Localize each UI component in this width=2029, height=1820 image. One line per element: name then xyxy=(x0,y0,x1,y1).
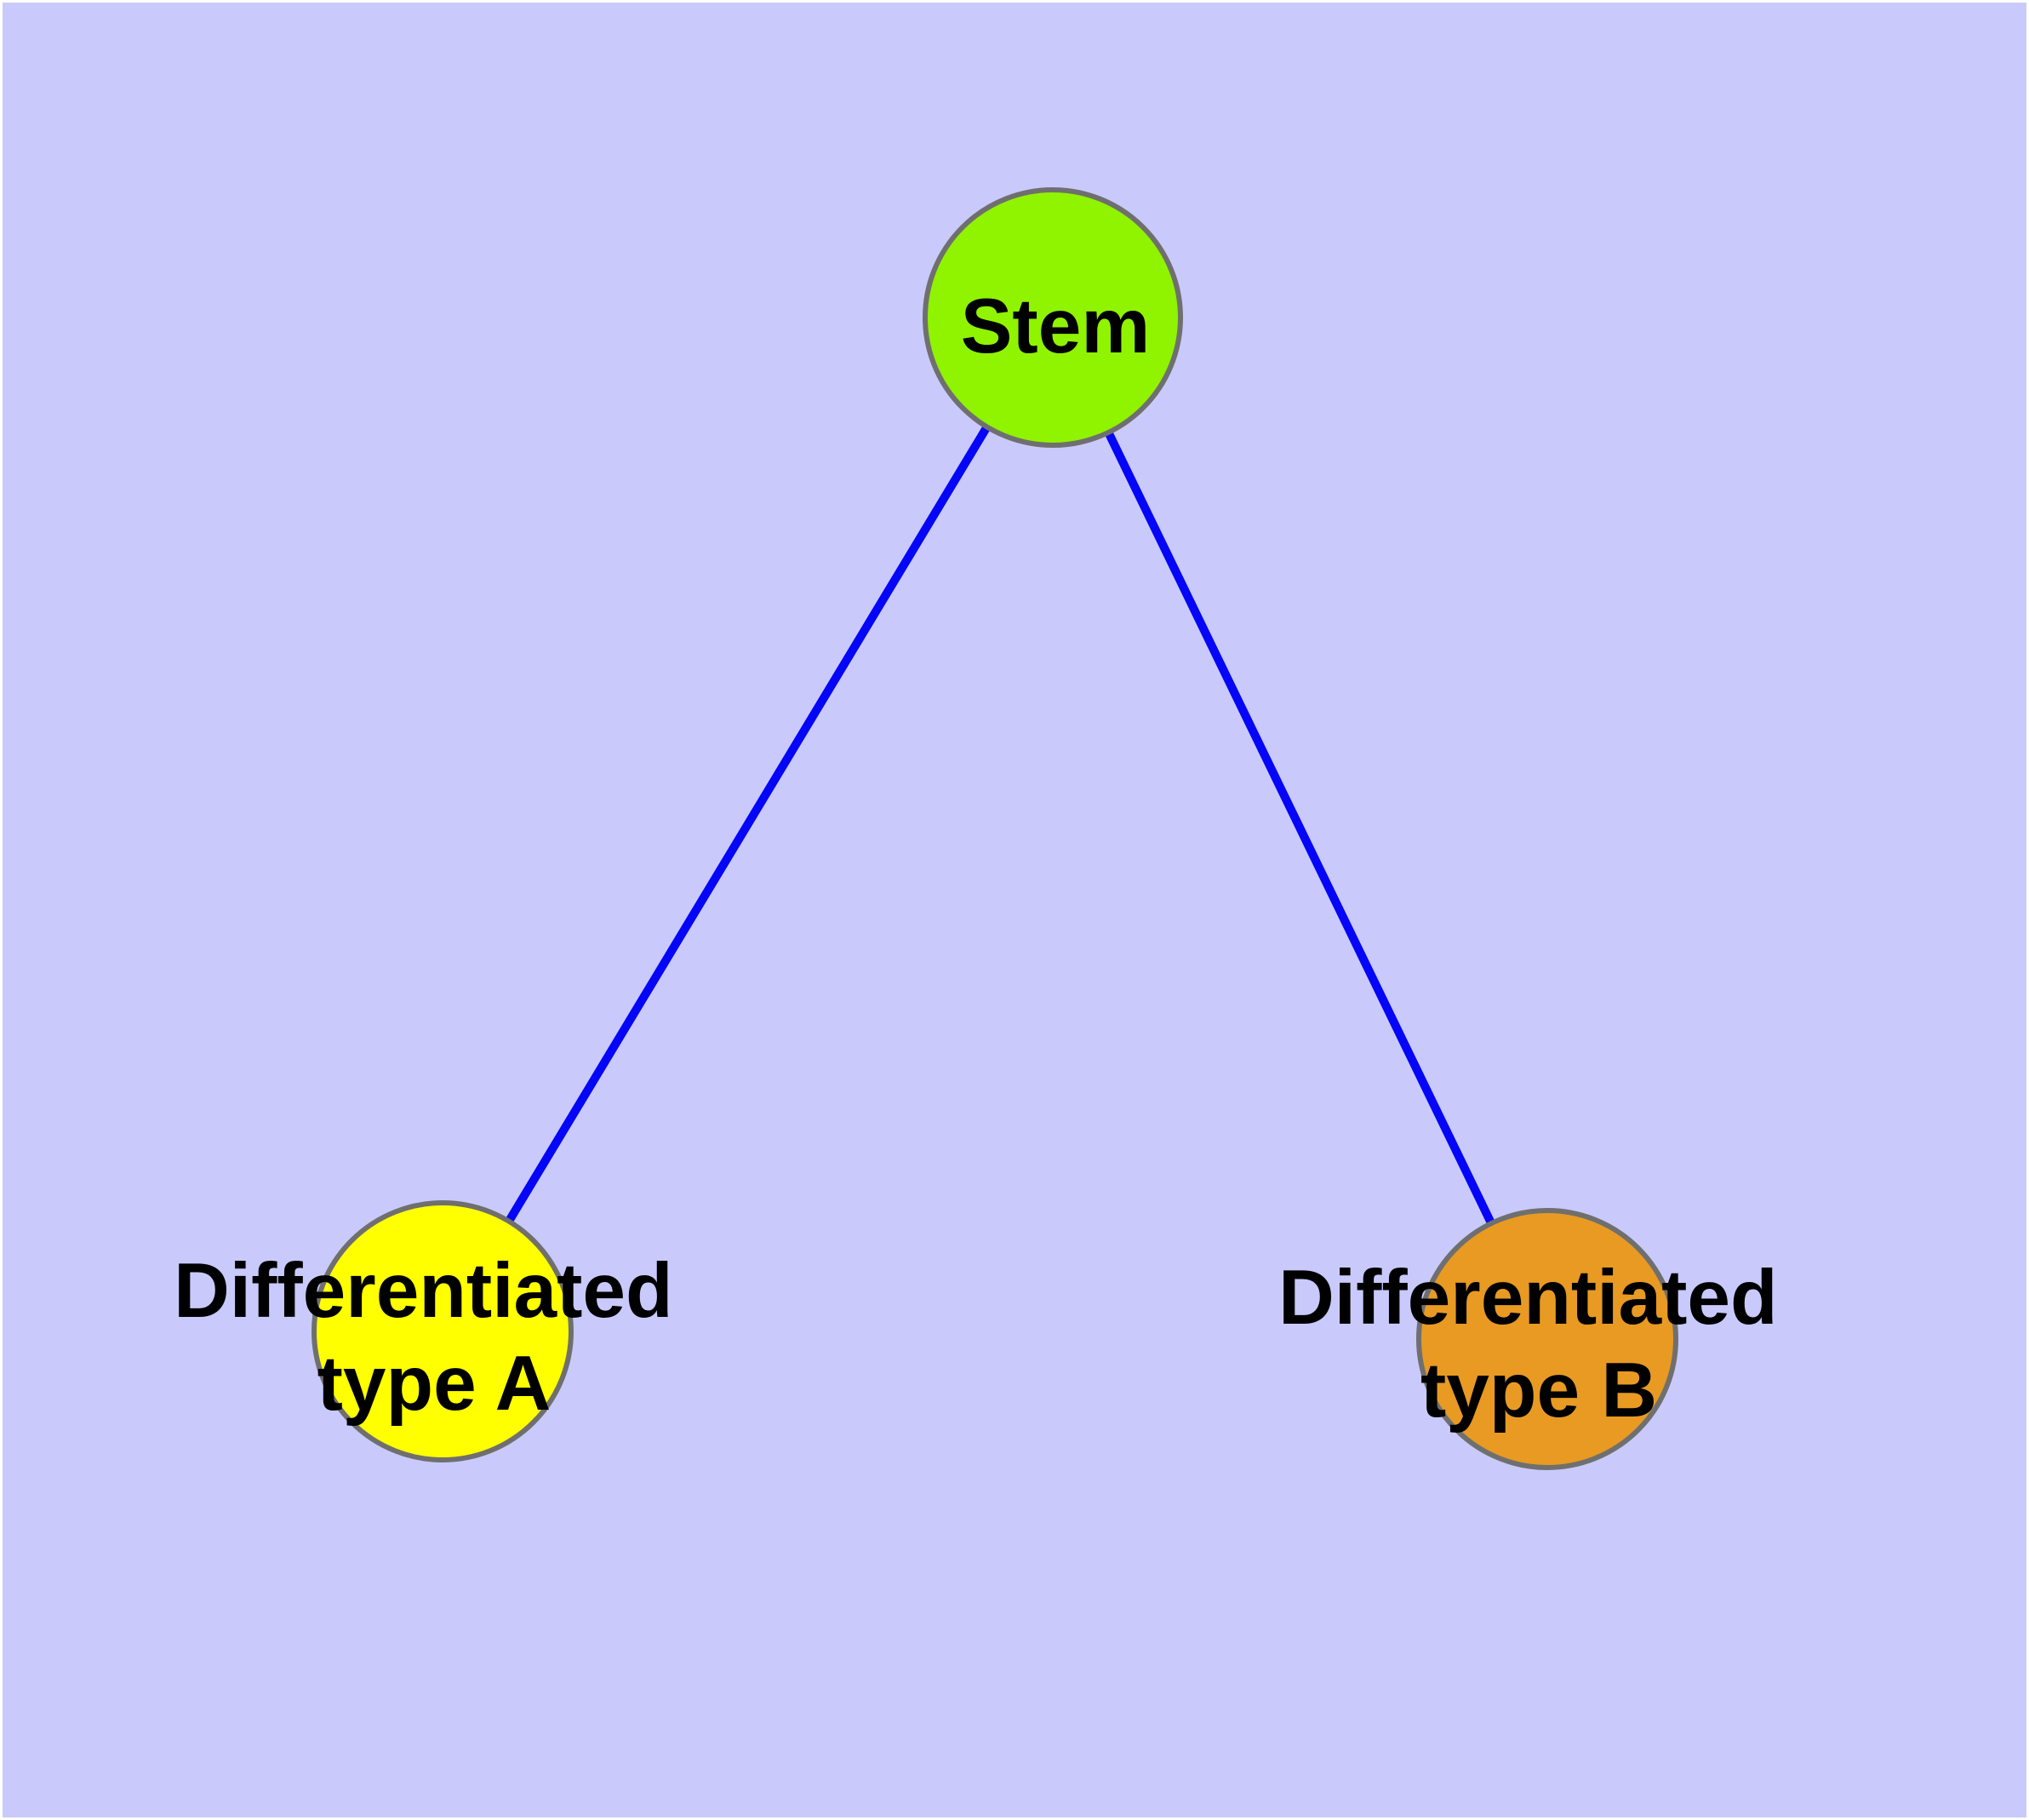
node-type-a-label: Differentiated type A xyxy=(174,1248,694,1427)
node-stem-label: Stem xyxy=(961,283,1151,369)
edge-stem-to-type-b xyxy=(1049,315,1552,1342)
edge-stem-to-type-a xyxy=(438,315,1057,1334)
node-type-b-label-line2: type B xyxy=(1420,1348,1657,1434)
node-type-b[interactable] xyxy=(1416,1208,1678,1470)
node-type-a-label-line1: Differentiated xyxy=(174,1248,673,1334)
node-stem[interactable] xyxy=(923,187,1183,448)
node-type-b-label: Differentiated type B xyxy=(1278,1255,1799,1434)
node-type-a-label-line2: type A xyxy=(317,1341,552,1427)
node-type-a[interactable] xyxy=(311,1200,574,1462)
node-type-b-label-line1: Differentiated xyxy=(1278,1255,1778,1341)
